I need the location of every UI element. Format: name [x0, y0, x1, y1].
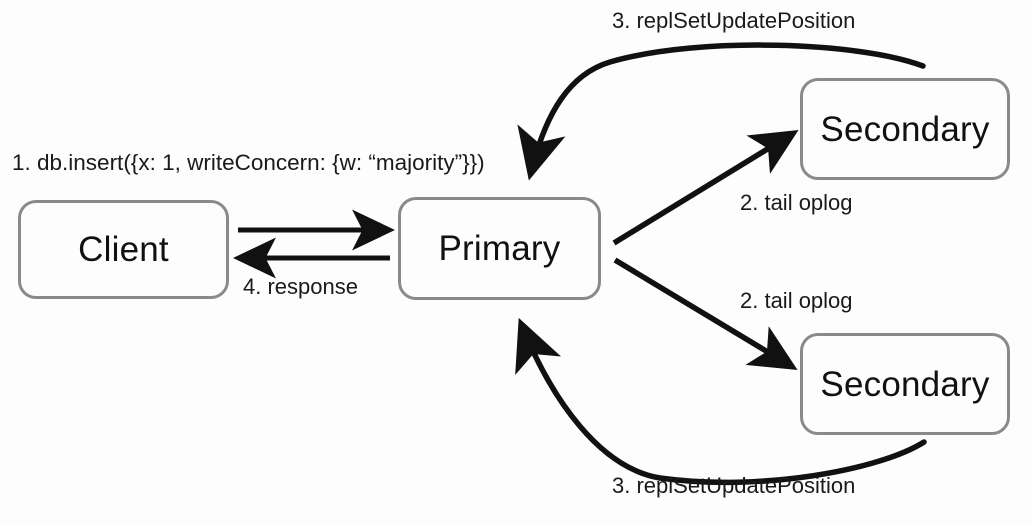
node-secondary-top[interactable]: Secondary	[800, 78, 1010, 180]
edge-label-tail-oplog-bottom: 2. tail oplog	[740, 288, 853, 313]
arrow-tail-oplog-top	[612, 129, 799, 246]
node-primary-label: Primary	[438, 229, 561, 268]
edge-label-insert: 1. db.insert({x: 1, writeConcern: {w: “m…	[12, 150, 485, 175]
node-primary[interactable]: Primary	[398, 197, 601, 300]
node-client[interactable]: Client	[18, 200, 229, 299]
arrow-tail-oplog-bottom	[613, 257, 798, 370]
edge-label-repl-update-bottom: 3. replSetUpdatePosition	[612, 473, 856, 498]
edge-label-tail-oplog-top: 2. tail oplog	[740, 190, 853, 215]
node-client-label: Client	[78, 230, 169, 269]
edge-label-repl-update-top: 3. replSetUpdatePosition	[612, 8, 856, 33]
edge-label-response: 4. response	[243, 274, 358, 299]
node-secondary-bottom-label: Secondary	[820, 364, 990, 404]
node-secondary-top-label: Secondary	[820, 109, 990, 149]
node-secondary-bottom[interactable]: Secondary	[800, 333, 1010, 435]
